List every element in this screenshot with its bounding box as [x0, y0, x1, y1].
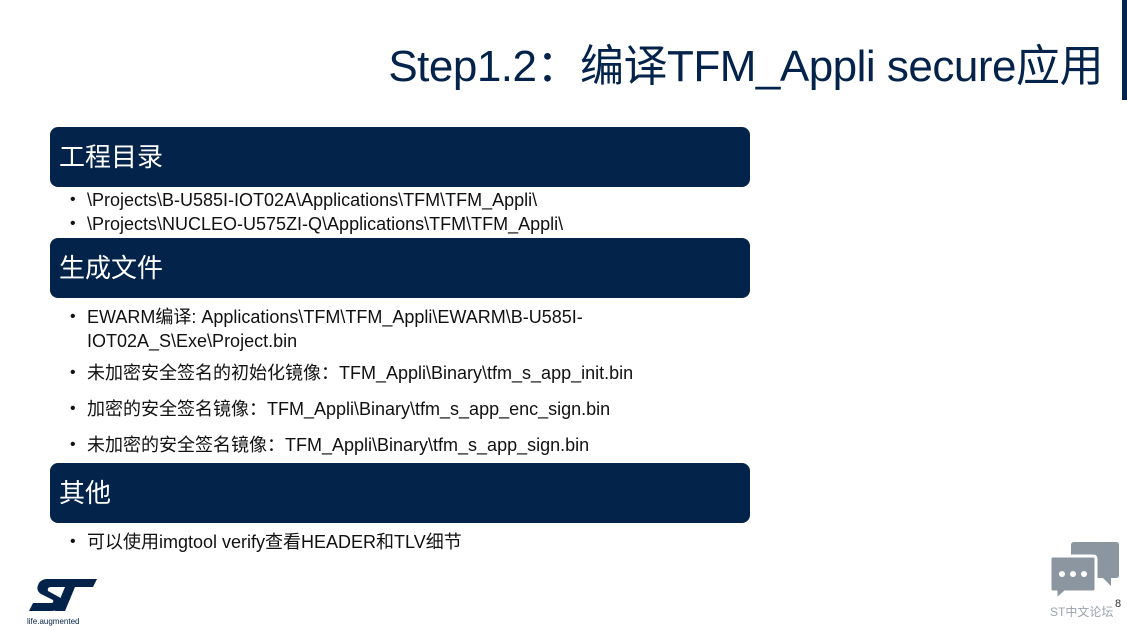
slide-title: Step1.2：编译TFM_Appli secure应用 — [388, 42, 1103, 91]
list-item: 未加密的安全签名镜像：TFM_Appli\Binary\tfm_s_app_si… — [70, 433, 670, 457]
title-accent-bar — [1122, 0, 1127, 100]
list-item: \Projects\NUCLEO-U575ZI-Q\Applications\T… — [70, 212, 563, 236]
page-number: 8 — [1115, 598, 1122, 610]
logo-tagline: life.augmented — [27, 617, 80, 626]
forum-label: ST中文论坛 — [1050, 605, 1114, 619]
list-item: 未加密安全签名的初始化镜像：TFM_Appli\Binary\tfm_s_app… — [70, 361, 670, 385]
list-item: \Projects\B-U585I-IOT02A\Applications\TF… — [70, 188, 563, 212]
section-header-other: 其他 — [50, 463, 750, 523]
section-header-project-dir: 工程目录 — [50, 127, 750, 187]
list-item: 可以使用imgtool verify查看HEADER和TLV细节 — [70, 530, 462, 554]
generated-files-list: EWARM编译: Applications\TFM\TFM_Appli\EWAR… — [70, 305, 670, 469]
chat-bubbles-icon — [1048, 542, 1119, 601]
other-list: 可以使用imgtool verify查看HEADER和TLV细节 — [70, 530, 462, 554]
section-header-generated-files: 生成文件 — [50, 238, 750, 298]
list-item: EWARM编译: Applications\TFM\TFM_Appli\EWAR… — [70, 305, 670, 353]
project-dir-list: \Projects\B-U585I-IOT02A\Applications\TF… — [70, 188, 563, 236]
st-logo-icon — [29, 579, 97, 611]
list-item: 加密的安全签名镜像：TFM_Appli\Binary\tfm_s_app_enc… — [70, 397, 670, 421]
